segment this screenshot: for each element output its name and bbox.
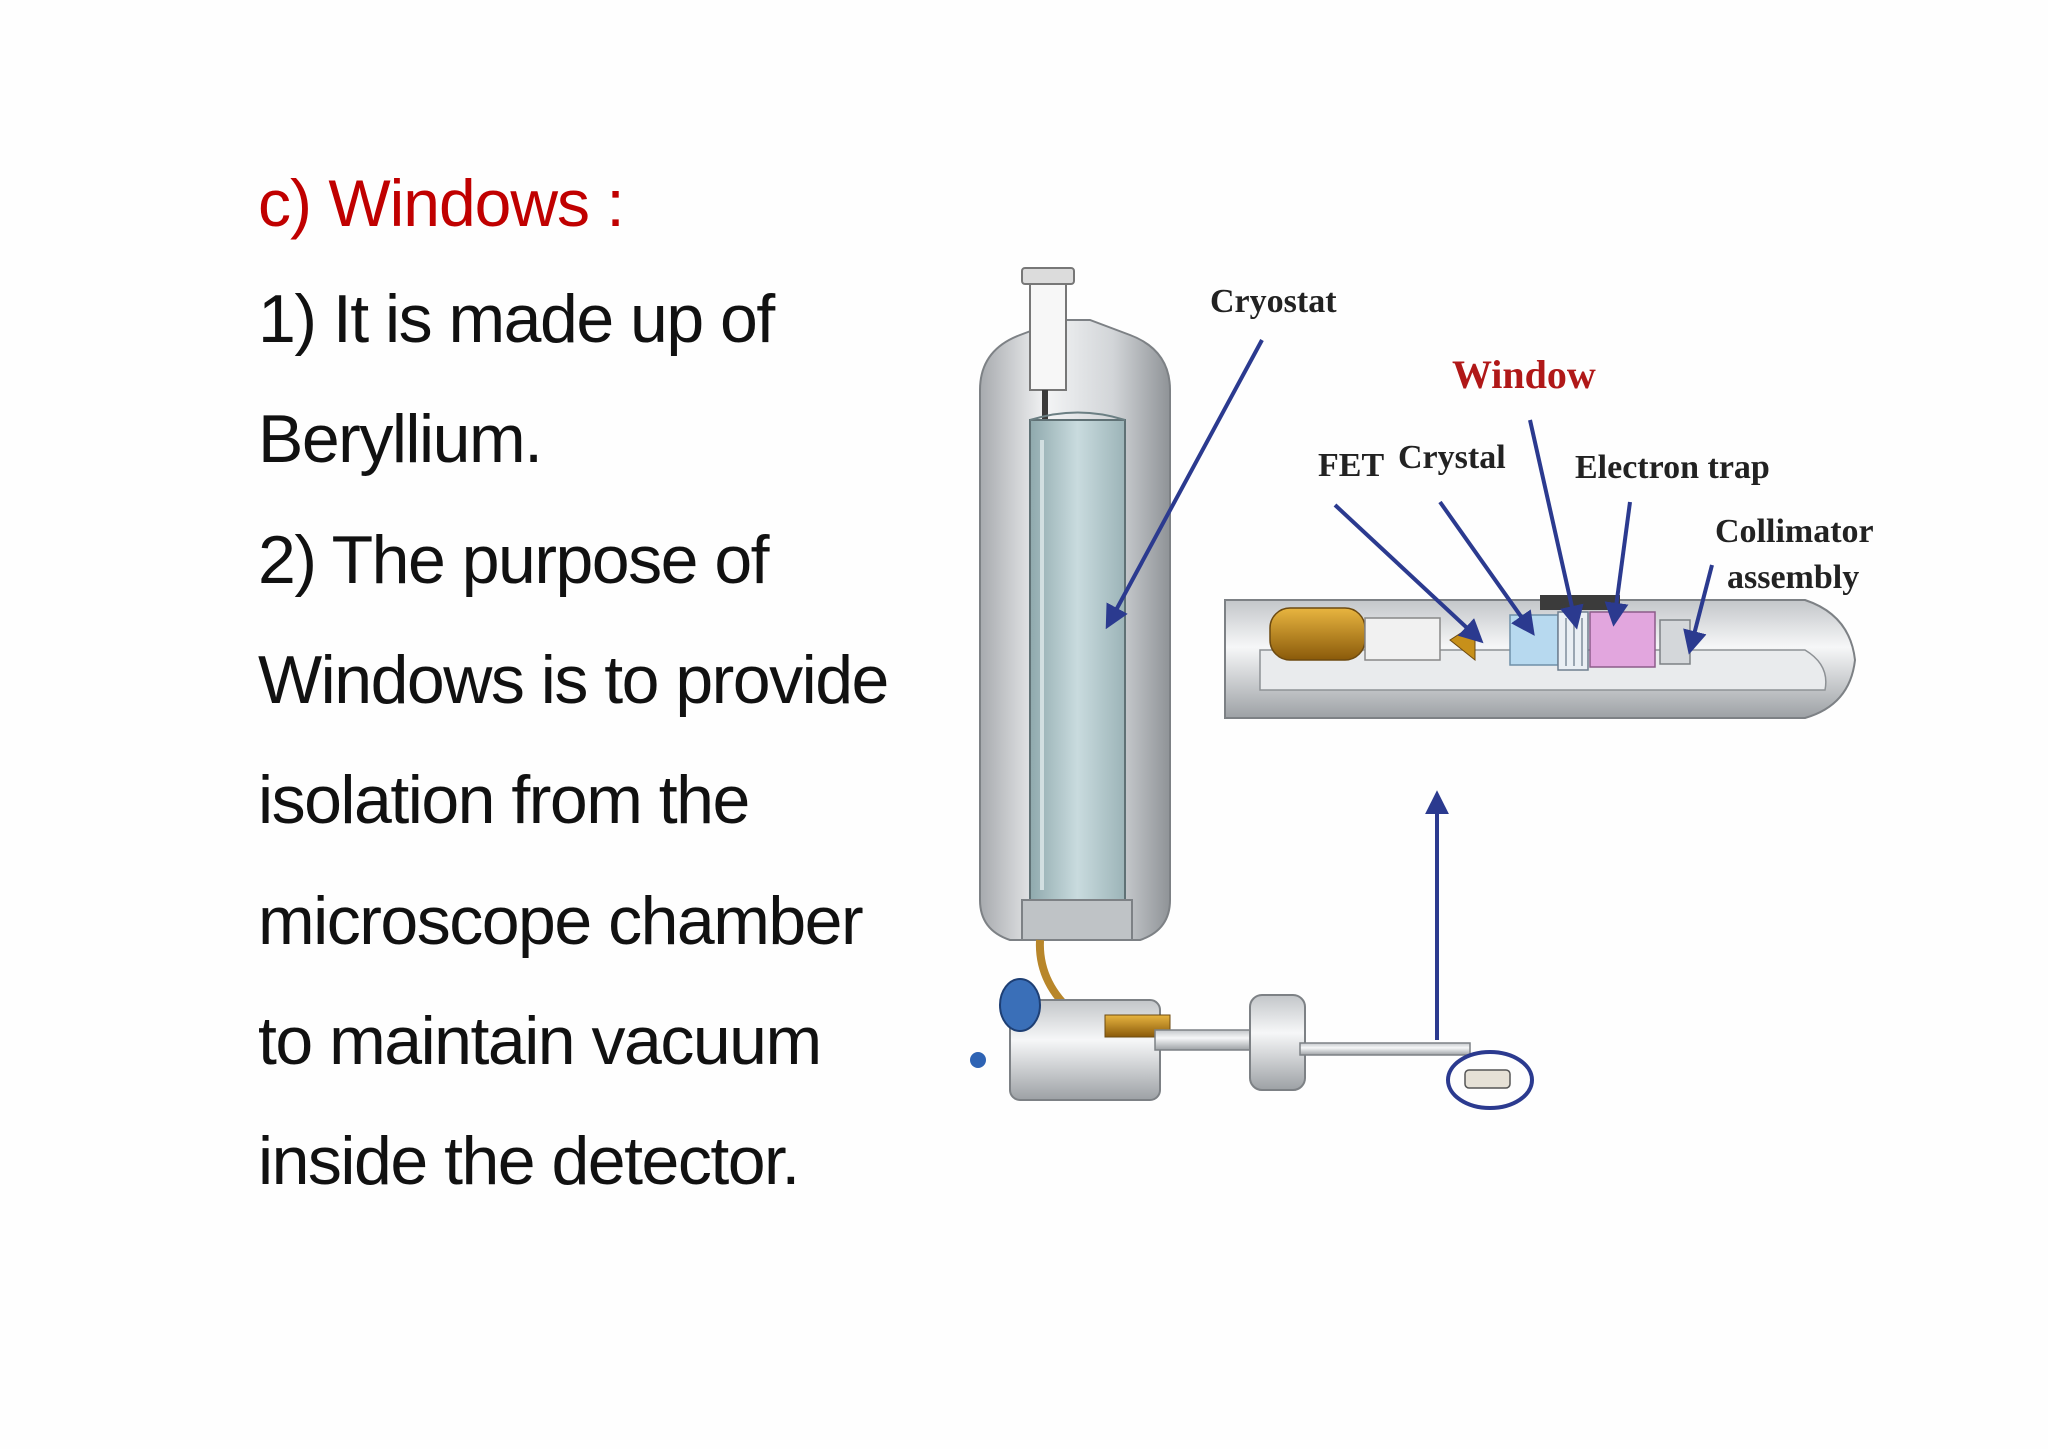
label-collimator: Collimator [1715,513,1874,550]
text-line-4: Windows is to provide [258,642,889,718]
label-electron-trap: Electron trap [1575,449,1770,486]
callout-arrows [1105,339,1714,1040]
detector-snout [1224,595,1857,719]
text-line-2: Beryllium. [258,401,543,477]
label-collimator-assembly: assembly [1727,559,1859,596]
detector-mount [970,978,1534,1110]
label-fet: FET [1318,447,1384,484]
label-crystal: Crystal [1398,439,1506,476]
cryostat-dewar [979,267,1171,1014]
label-window: Window [1452,352,1596,397]
text-line-7: to maintain vacuum [258,1003,822,1079]
text-line-3: 2) The purpose of [258,522,770,598]
label-cryostat: Cryostat [1210,283,1337,320]
text-line-6: microscope chamber [258,883,864,959]
text-line-1: 1) It is made up of [258,281,775,357]
section-heading: c) Windows : [258,166,625,240]
detector-diagram: Cryostat Window FET Crystal Electron tra… [930,240,1895,1132]
text-line-5: isolation from the [258,762,750,838]
text-line-8: inside the detector. [258,1123,800,1199]
